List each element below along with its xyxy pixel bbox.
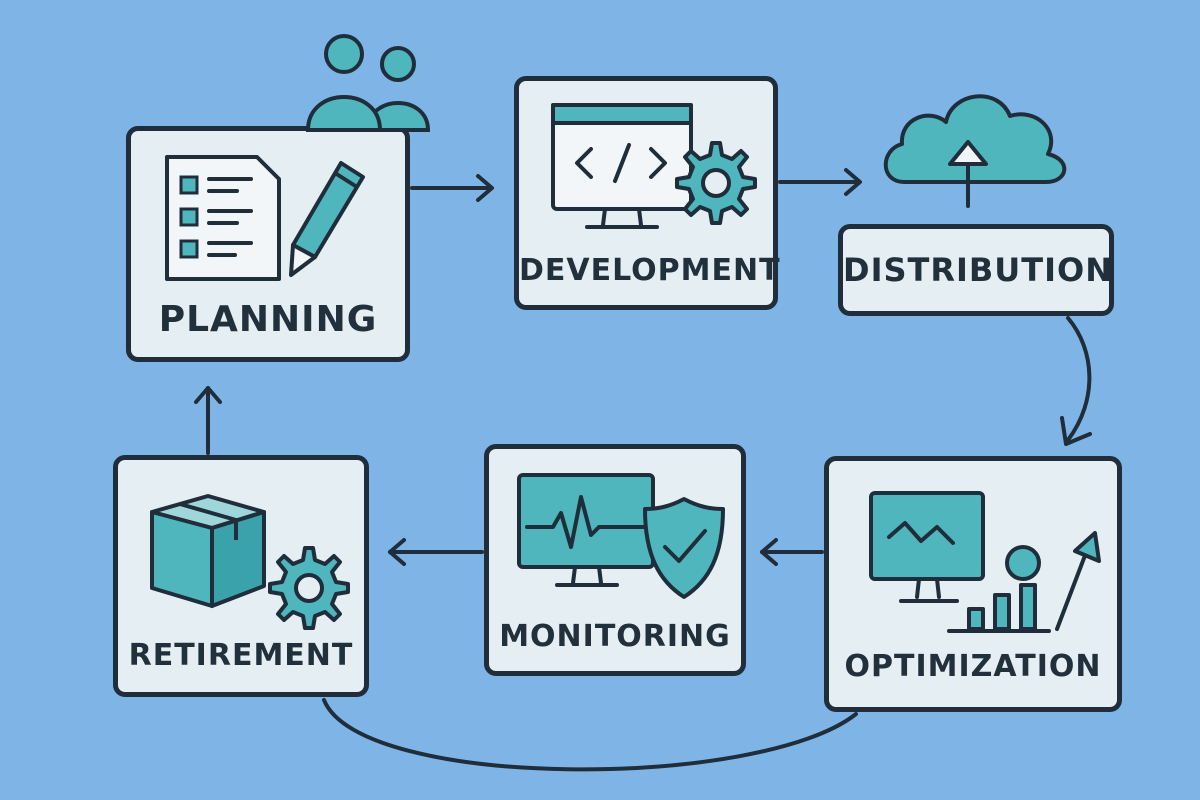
stage-label-retirement: RETIREMENT — [128, 638, 354, 673]
stage-monitoring[interactable]: MONITORING — [484, 444, 746, 676]
arrow-retirement-to-planning — [194, 386, 222, 455]
growth-arrow-icon — [1055, 531, 1101, 631]
box-icon — [150, 494, 266, 608]
arrow-development-to-distribution — [778, 168, 862, 196]
stage-distribution[interactable]: DISTRIBUTION — [838, 224, 1114, 316]
stage-label-development: DEVELOPMENT — [519, 253, 781, 288]
stage-retirement[interactable]: RETIREMENT — [113, 455, 369, 697]
arrow-monitoring-to-retirement — [388, 538, 484, 566]
arrow-distribution-to-optimization — [1060, 316, 1092, 446]
pencil-icon — [289, 161, 365, 277]
heartbeat-monitor-icon — [517, 473, 655, 587]
checklist-icon — [165, 155, 281, 281]
stage-planning[interactable]: PLANNING — [126, 126, 410, 362]
cloud-upload-icon — [883, 94, 1067, 208]
chart-monitor-icon — [869, 491, 985, 603]
stage-optimization[interactable]: OPTIMIZATION — [824, 456, 1122, 712]
stage-label-monitoring: MONITORING — [499, 619, 731, 654]
bar-chart-icon — [947, 545, 1051, 633]
arrow-optimization-to-monitoring — [760, 538, 824, 566]
connector-optimization-to-retirement — [322, 698, 858, 772]
stage-label-optimization: OPTIMIZATION — [844, 649, 1102, 684]
code-monitor-icon — [551, 103, 693, 229]
stage-label-distribution: DISTRIBUTION — [843, 251, 1113, 289]
stage-label-planning: PLANNING — [158, 299, 378, 340]
arrow-planning-to-development — [410, 174, 494, 202]
shield-check-icon — [643, 497, 725, 599]
gear-icon — [675, 141, 757, 225]
gear-icon — [268, 546, 350, 630]
team-icon — [305, 34, 431, 132]
stage-development[interactable]: DEVELOPMENT — [514, 76, 781, 310]
